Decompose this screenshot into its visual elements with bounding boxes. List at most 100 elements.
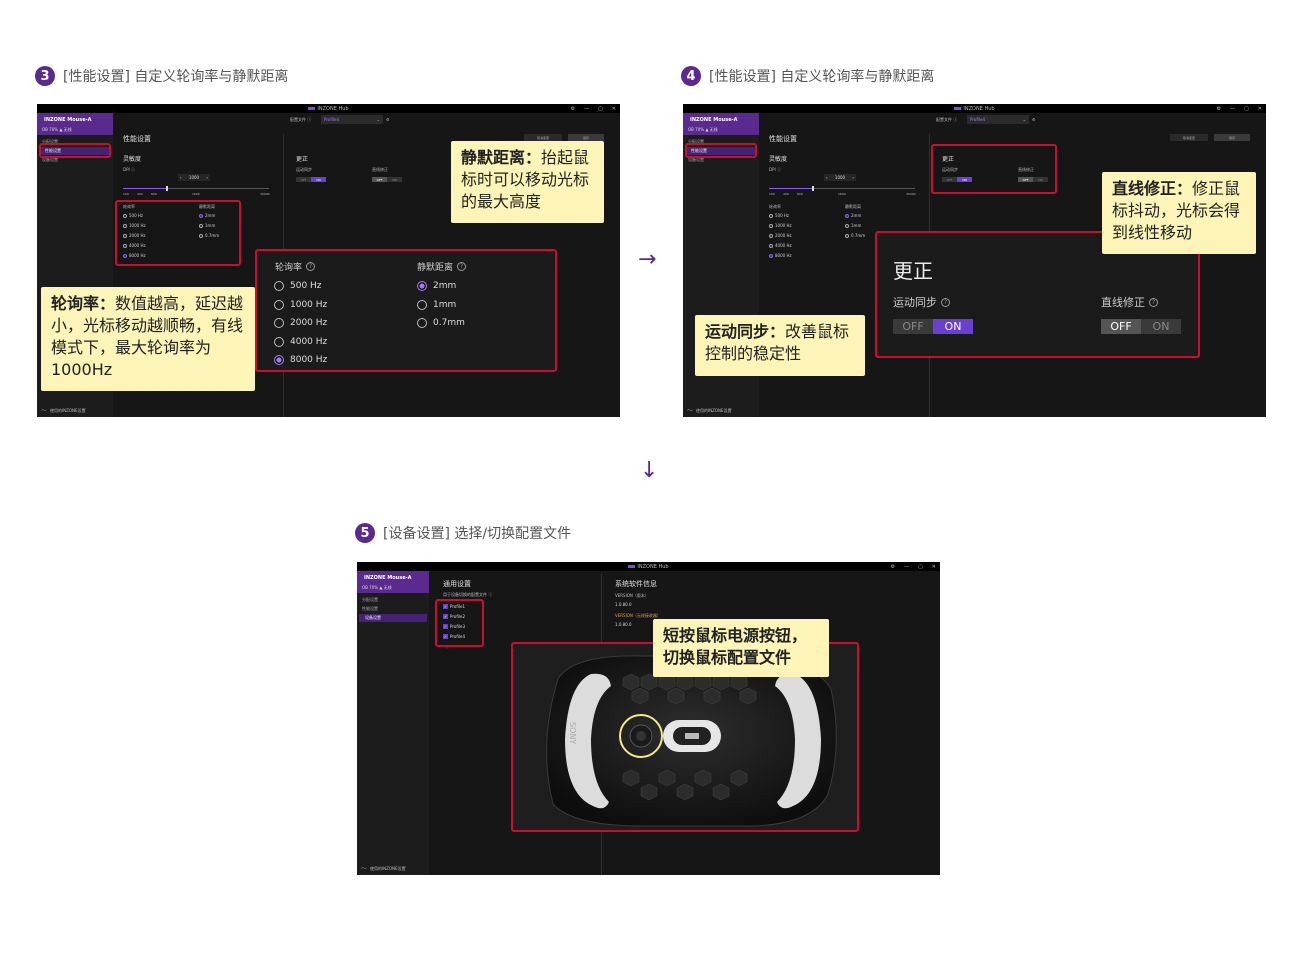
silent-label: 静默距离 <box>845 204 861 209</box>
silent-option[interactable]: 2mm <box>199 213 215 218</box>
sidebar-item-device[interactable]: 设备设置 <box>42 157 58 162</box>
silent-option[interactable]: 2mm <box>845 213 861 218</box>
maximize-icon[interactable]: ▢ <box>598 105 603 112</box>
profile-checkbox[interactable]: Profile1 <box>443 604 465 609</box>
zoom-polling-option[interactable]: 1000 Hz <box>274 300 327 310</box>
polling-option[interactable]: 1000 Hz <box>123 223 146 228</box>
polling-option[interactable]: 2000 Hz <box>123 233 146 238</box>
footer[interactable]: ⁓使用的INZONE设置 <box>687 407 732 414</box>
correction-heading: 更正 <box>296 156 309 163</box>
gear-icon[interactable]: ⚙ <box>570 105 576 112</box>
gear-icon[interactable]: ⚙ <box>890 563 896 570</box>
maximize-icon[interactable]: ▢ <box>918 563 923 570</box>
callout-silent-distance: 静默距离：抬起鼠标时可以移动光标的最大高度 <box>451 141 604 223</box>
dpi-slider-track[interactable] <box>123 186 269 191</box>
sidebar-item-assign[interactable]: 分配设置 <box>362 597 378 602</box>
minimize-icon[interactable]: — <box>1230 105 1236 112</box>
profile-settings-icon[interactable]: ⚙ <box>386 117 390 122</box>
close-icon[interactable]: ✕ <box>1257 105 1262 112</box>
polling-option[interactable]: 8000 Hz <box>123 253 146 258</box>
profile-checkbox[interactable]: Profile4 <box>443 634 465 639</box>
dpi-slider-handle[interactable] <box>812 186 814 191</box>
page-title: 性能设置 <box>123 135 151 143</box>
motion-sync-label: 运动同步 <box>296 167 312 172</box>
dpi-stepper[interactable]: ‹1000› <box>178 174 210 181</box>
battery-status: OB 70% ▲ 无线 <box>42 127 72 132</box>
footer[interactable]: ⁓使用的INZONE设置 <box>361 865 406 872</box>
polling-option[interactable]: 500 Hz <box>123 213 143 218</box>
zoom-silent-option[interactable]: 0.7mm <box>417 318 465 328</box>
profile-checkbox[interactable]: Profile2 <box>443 614 465 619</box>
save-button[interactable]: 保存 <box>1214 134 1250 141</box>
zoom-polling-option[interactable]: 500 Hz <box>274 281 322 291</box>
chevron-right-icon[interactable]: › <box>206 175 208 180</box>
silent-option[interactable]: 1mm <box>845 223 861 228</box>
polling-option[interactable]: 8000 Hz <box>769 253 792 258</box>
zoom-motion-sync-label: 运动同步? <box>893 294 950 310</box>
zoom-polling-option[interactable]: 2000 Hz <box>274 318 327 328</box>
cancel-button[interactable]: 取消变更 <box>524 134 562 141</box>
callout-polling-rate: 轮询率：数值越高，延迟越小，光标移动越顺畅，有线模式下，最大轮询率为1000Hz <box>41 287 255 391</box>
sidebar-item-performance[interactable]: 性能设置 <box>685 147 757 155</box>
profile-checkbox[interactable]: Profile3 <box>443 624 465 629</box>
polling-option[interactable]: 4000 Hz <box>769 243 792 248</box>
sidebar-item-assign[interactable]: 分配设置 <box>42 139 58 144</box>
sidebar-item-device[interactable]: 设备设置 <box>359 614 427 622</box>
zoom-silent-option[interactable]: 1mm <box>417 300 456 310</box>
sidebar-item-device[interactable]: 设备设置 <box>688 157 704 162</box>
sidebar-item-performance[interactable]: 性能设置 <box>39 147 111 155</box>
sidebar-item-performance[interactable]: 性能设置 <box>362 606 378 611</box>
save-button[interactable]: 保存 <box>568 134 604 141</box>
highlight-box <box>115 200 241 266</box>
title-bar: INZONE Hub ⚙—▢✕ <box>37 104 620 113</box>
gear-icon[interactable]: ⚙ <box>1216 105 1222 112</box>
dpi-slider-handle[interactable] <box>166 186 168 191</box>
chevron-right-icon[interactable]: › <box>852 175 854 180</box>
sidebar-item-assign[interactable]: 分配设置 <box>688 139 704 144</box>
profile-select[interactable]: Profile4⌄ <box>321 115 383 124</box>
close-icon[interactable]: ✕ <box>611 105 616 112</box>
polling-option[interactable]: 500 Hz <box>769 213 789 218</box>
toggle-off: OFF <box>902 320 924 333</box>
close-icon[interactable]: ✕ <box>931 563 936 570</box>
silent-option[interactable]: 1mm <box>199 223 215 228</box>
polling-option[interactable]: 2000 Hz <box>769 233 792 238</box>
zoom-silent-option[interactable]: 2mm <box>417 281 456 291</box>
inzone-logo-icon <box>628 565 636 568</box>
footer-label: 使用的INZONE设置 <box>696 407 732 413</box>
polling-label: 轮询率 <box>123 204 135 209</box>
profile-settings-icon[interactable]: ⚙ <box>1032 117 1036 122</box>
zoom-polling-label: 轮询率? <box>275 260 316 273</box>
polling-option[interactable]: 1000 Hz <box>769 223 792 228</box>
zoom-polling-option[interactable]: 4000 Hz <box>274 337 327 347</box>
step-5-heading: 5 [设备设置] 选择/切换配置文件 <box>355 523 571 543</box>
step-3-heading: 3 [性能设置] 自定义轮询率与静默距离 <box>35 66 288 86</box>
silent-option[interactable]: 0.7mm <box>845 233 865 238</box>
chevron-left-icon[interactable]: ‹ <box>180 175 182 180</box>
footer-label: 使用的INZONE设置 <box>370 865 406 871</box>
profile-value: Profile4 <box>324 117 339 122</box>
dpi-slider-track[interactable] <box>769 186 915 191</box>
dpi-stepper[interactable]: ‹1000› <box>824 174 856 181</box>
footer[interactable]: ⁓使用的INZONE设置 <box>41 407 86 414</box>
maximize-icon[interactable]: ▢ <box>1244 105 1249 112</box>
zoom-polling-option[interactable]: 8000 Hz <box>274 355 327 365</box>
callout-motion-sync: 运动同步：改善鼠标控制的稳定性 <box>695 315 865 376</box>
minimize-icon[interactable]: — <box>904 563 910 570</box>
chevron-left-icon[interactable]: ‹ <box>826 175 828 180</box>
minimize-icon[interactable]: — <box>584 105 590 112</box>
profile-select[interactable]: Profile4⌄ <box>967 115 1029 124</box>
silent-option[interactable]: 0.7mm <box>199 233 219 238</box>
cancel-button[interactable]: 取消变更 <box>1170 134 1208 141</box>
polling-option[interactable]: 4000 Hz <box>123 243 146 248</box>
